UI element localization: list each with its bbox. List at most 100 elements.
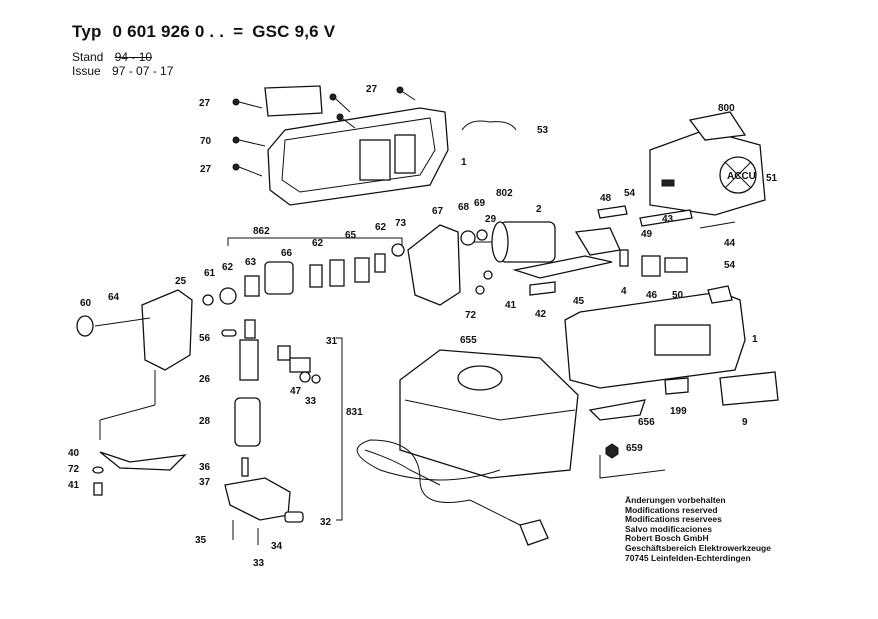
label-49: 49 <box>641 229 653 240</box>
lower-housing <box>564 285 746 389</box>
cutter-head <box>224 477 304 545</box>
label-45: 45 <box>573 296 585 307</box>
label-41b: 41 <box>505 300 517 311</box>
notes-block: Änderungen vorbehalten Modifications res… <box>625 495 771 563</box>
label-199 <box>664 377 689 395</box>
label-47: 47 <box>290 386 302 397</box>
label-800: 800 <box>718 103 735 114</box>
label-61: 61 <box>204 268 216 279</box>
charger-cord <box>356 439 549 546</box>
label-831: 831 <box>346 407 363 418</box>
note-line: Modifications reservees <box>625 514 722 525</box>
label-plate <box>264 85 323 117</box>
part-labels: 27 70 27 27 53 1 800 51 802 2 68 69 29 6… <box>68 84 778 569</box>
label-27a: 27 <box>199 98 211 109</box>
label-60: 60 <box>80 298 92 309</box>
gear-plate <box>407 224 461 306</box>
label-9: 9 <box>742 417 748 428</box>
label-1a: 1 <box>461 157 467 168</box>
label-25: 25 <box>175 276 187 287</box>
label-29: 29 <box>485 214 497 225</box>
label-73: 73 <box>395 218 407 229</box>
label-1b: 1 <box>752 334 758 345</box>
label-42: 42 <box>535 309 547 320</box>
note-line: Salvo modificaciones <box>625 523 712 534</box>
label-26: 26 <box>199 374 211 385</box>
label-43: 43 <box>662 214 674 225</box>
label-37: 37 <box>199 477 211 488</box>
label-41a: 41 <box>68 480 80 491</box>
label-199: 199 <box>670 406 687 417</box>
label-48: 48 <box>600 193 612 204</box>
charger <box>399 349 579 479</box>
label-62b: 62 <box>375 222 387 233</box>
label-62a: 62 <box>312 238 324 249</box>
note-line: Robert Bosch GmbH <box>625 533 709 544</box>
blade-set <box>588 399 646 421</box>
label-33b: 33 <box>305 396 317 407</box>
model-name: GSC 9,6 V <box>252 22 336 41</box>
label-655: 655 <box>460 335 477 346</box>
label-659: 659 <box>626 443 643 454</box>
label-44: 44 <box>724 238 736 249</box>
knob-and-screw <box>76 315 151 337</box>
label-70: 70 <box>200 136 212 147</box>
label-54a: 54 <box>724 260 736 271</box>
upper-housing <box>267 107 449 206</box>
battery-logo: ACCU <box>727 171 756 182</box>
label-35: 35 <box>195 535 207 546</box>
label-69: 69 <box>474 198 486 209</box>
label-64: 64 <box>108 292 120 303</box>
label-72a: 72 <box>68 464 80 475</box>
front-cap <box>141 289 193 371</box>
label-4: 4 <box>621 286 627 297</box>
label-54b: 54 <box>624 188 636 199</box>
issue-label: Issue <box>72 64 101 78</box>
battery-pack: ACCU <box>649 111 766 216</box>
label-862: 862 <box>253 226 270 237</box>
label-656: 656 <box>638 417 655 428</box>
label-32: 32 <box>320 517 332 528</box>
equals-sign: = <box>233 22 244 41</box>
label-36: 36 <box>199 462 211 473</box>
stand-line: Stand 94 - 10 <box>72 50 152 64</box>
screws-upper <box>232 86 416 177</box>
label-53: 53 <box>537 125 549 136</box>
label-802: 802 <box>496 188 513 199</box>
label-67: 67 <box>432 206 444 217</box>
blade <box>99 451 187 471</box>
parts-31-47 <box>277 345 321 384</box>
note-line: 70745 Leinfelden-Echterdingen <box>625 552 751 563</box>
type-number: 0 601 926 0 . . <box>112 22 225 41</box>
motor <box>470 221 556 263</box>
label-68: 68 <box>458 202 470 213</box>
label-2: 2 <box>536 204 542 215</box>
label-63: 63 <box>245 257 257 268</box>
label-27b: 27 <box>200 164 212 175</box>
small-parts-lower-left <box>92 466 104 496</box>
label-65: 65 <box>345 230 357 241</box>
document-title: Typ 0 601 926 0 . . = GSC 9,6 V <box>72 22 335 42</box>
label-51: 51 <box>766 173 778 184</box>
label-40: 40 <box>68 448 80 459</box>
label-62c: 62 <box>222 262 234 273</box>
issue-line: Issue 97 - 07 - 17 <box>72 64 173 78</box>
label-50: 50 <box>672 290 684 301</box>
type-label: Typ <box>72 22 102 41</box>
assembly-brackets <box>99 237 403 521</box>
label-28: 28 <box>199 416 211 427</box>
label-56: 56 <box>199 333 211 344</box>
hex-key <box>599 443 666 479</box>
clip-53 <box>461 120 517 131</box>
shaft-assembly <box>221 319 261 477</box>
switch-group <box>460 205 736 296</box>
label-72b: 72 <box>465 310 477 321</box>
note-line: Modifications reserved <box>625 504 718 515</box>
label-27c: 27 <box>366 84 378 95</box>
issue-value: 97 - 07 - 17 <box>112 64 174 78</box>
label-66: 66 <box>281 248 293 259</box>
label-34: 34 <box>271 541 283 552</box>
note-line: Geschäftsbereich Elektrowerkzeuge <box>625 542 771 553</box>
gear-train <box>202 243 405 306</box>
